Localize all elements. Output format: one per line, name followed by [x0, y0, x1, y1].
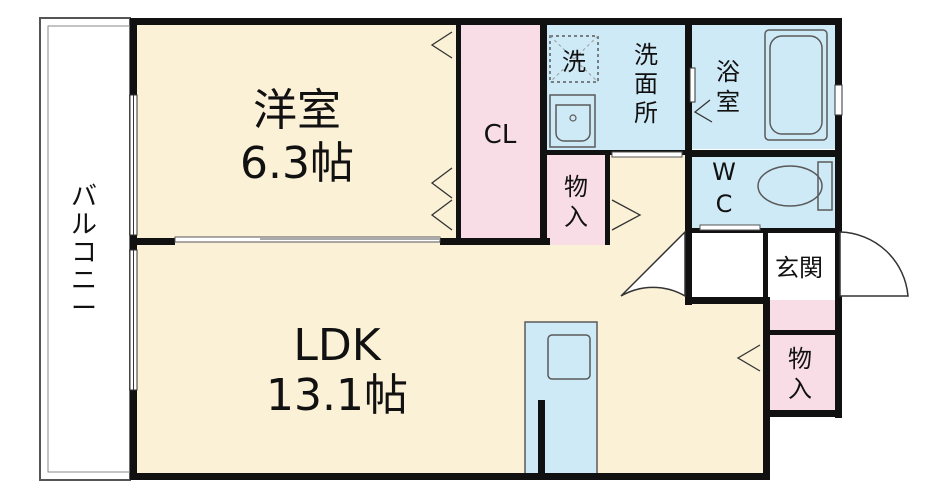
storage-1-line1: 物	[564, 173, 588, 201]
western-room-floor	[135, 24, 460, 242]
storage-2-floor	[765, 335, 835, 410]
bathroom-line1: 浴	[716, 58, 740, 86]
closet-floor	[460, 24, 540, 242]
kitchen-counter	[524, 321, 598, 476]
washroom-line3: 所	[634, 99, 658, 127]
western-room-name: 洋室	[253, 85, 341, 136]
bathroom-floor	[690, 24, 835, 149]
closet-label: CL	[484, 120, 517, 150]
entrance-label: 玄関	[775, 254, 823, 282]
ldk-size: 13.1帖	[266, 370, 408, 421]
balcony-line3: コ	[71, 238, 97, 268]
storage-2-line1: 物	[788, 345, 812, 373]
bathtub-icon	[764, 29, 828, 141]
balcony-line2: ル	[71, 210, 97, 240]
balcony-line1: バ	[71, 182, 97, 212]
washer-label: 洗	[562, 48, 586, 76]
storage-1-floor	[545, 155, 607, 245]
stove-icon	[547, 334, 591, 380]
sliding-door[interactable]	[174, 236, 441, 243]
storage-2-line2: 入	[788, 375, 812, 403]
toilet-floor	[690, 150, 835, 228]
balcony-line4: ニ	[71, 266, 97, 296]
ldk-name: LDK	[293, 320, 381, 371]
balcony-area	[39, 17, 131, 481]
sink-icon	[549, 94, 596, 148]
western-room-size: 6.3帖	[240, 138, 354, 189]
door-swing-icon[interactable]	[620, 230, 909, 298]
washer-icon	[549, 35, 599, 83]
balcony-line5: ー	[71, 294, 97, 324]
toilet-line2: C	[716, 190, 733, 218]
entrance-step	[765, 300, 835, 330]
washroom-line2: 面	[634, 70, 658, 98]
storage-1-line2: 入	[564, 203, 588, 231]
bathroom-line2: 室	[716, 88, 740, 116]
walls	[130, 18, 842, 480]
washroom-floor	[545, 24, 685, 154]
toilet-line1: W	[712, 158, 736, 186]
window-icon	[129, 67, 843, 391]
closet-door-marks	[430, 31, 761, 372]
toilet-icon	[757, 161, 833, 211]
washroom-line1: 洗	[634, 41, 658, 69]
entrance-floor	[690, 228, 835, 300]
